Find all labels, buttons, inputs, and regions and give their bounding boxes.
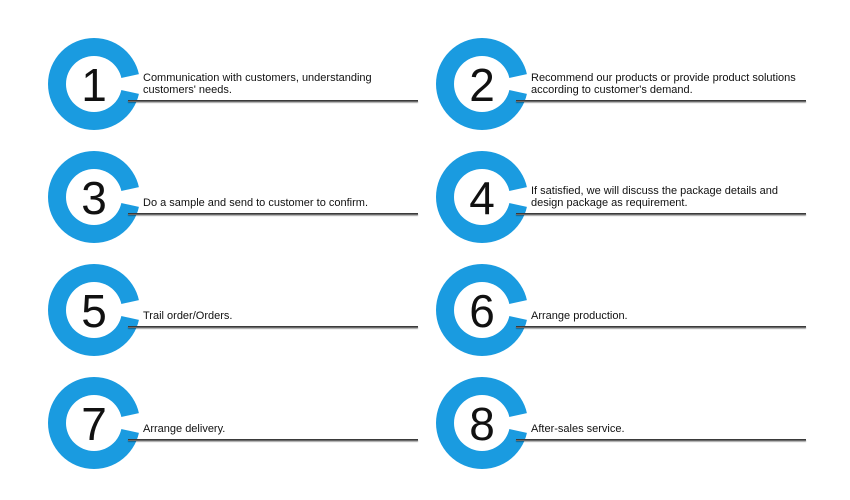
divider-line xyxy=(516,213,806,215)
step-number: 7 xyxy=(81,398,107,450)
step-text: Do a sample and send to customer to conf… xyxy=(143,197,368,209)
step-number: 8 xyxy=(469,398,495,450)
step-text: Recommend our products or provide produc… xyxy=(531,72,796,96)
divider-line xyxy=(516,100,806,102)
step-4: 4 If satisfied, we will discuss the pack… xyxy=(436,151,806,247)
step-number: 1 xyxy=(81,59,107,111)
step-text: After-sales service. xyxy=(531,423,625,435)
step-badge-7 xyxy=(48,377,144,473)
divider-line xyxy=(128,100,418,102)
divider-line xyxy=(516,326,806,328)
c-ring-icon xyxy=(48,377,144,469)
c-ring-icon xyxy=(436,151,532,243)
step-number: 3 xyxy=(81,172,107,224)
step-number: 4 xyxy=(469,172,495,224)
step-1: 1 Communication with customers, understa… xyxy=(48,38,418,134)
step-badge-8 xyxy=(436,377,532,473)
step-text: Trail order/Orders. xyxy=(143,310,233,322)
step-badge-3 xyxy=(48,151,144,247)
step-badge-6 xyxy=(436,264,532,360)
step-3: 3 Do a sample and send to customer to co… xyxy=(48,151,418,247)
divider-line xyxy=(128,213,418,215)
step-number: 6 xyxy=(469,285,495,337)
c-ring-icon xyxy=(436,264,532,356)
step-number: 5 xyxy=(81,285,107,337)
c-ring-icon xyxy=(436,377,532,469)
step-text: If satisfied, we will discuss the packag… xyxy=(531,185,779,209)
divider-line xyxy=(516,439,806,441)
step-5: 5 Trail order/Orders. xyxy=(48,264,418,360)
step-badge-1 xyxy=(48,38,144,134)
step-badge-2 xyxy=(436,38,532,134)
step-8: 8 After-sales service. xyxy=(436,377,806,473)
step-badge-4 xyxy=(436,151,532,247)
step-text: Communication with customers, understand… xyxy=(143,72,372,96)
step-6: 6 Arrange production. xyxy=(436,264,806,360)
divider-line xyxy=(128,326,418,328)
step-text: Arrange production. xyxy=(531,310,628,322)
c-ring-icon xyxy=(48,264,144,356)
c-ring-icon xyxy=(48,151,144,243)
step-2: 2 Recommend our products or provide prod… xyxy=(436,38,806,134)
step-number: 2 xyxy=(469,59,495,111)
step-7: 7 Arrange delivery. xyxy=(48,377,418,473)
c-ring-icon xyxy=(436,38,532,130)
step-badge-5 xyxy=(48,264,144,360)
c-ring-icon xyxy=(48,38,144,130)
divider-line xyxy=(128,439,418,441)
step-text: Arrange delivery. xyxy=(143,423,226,435)
